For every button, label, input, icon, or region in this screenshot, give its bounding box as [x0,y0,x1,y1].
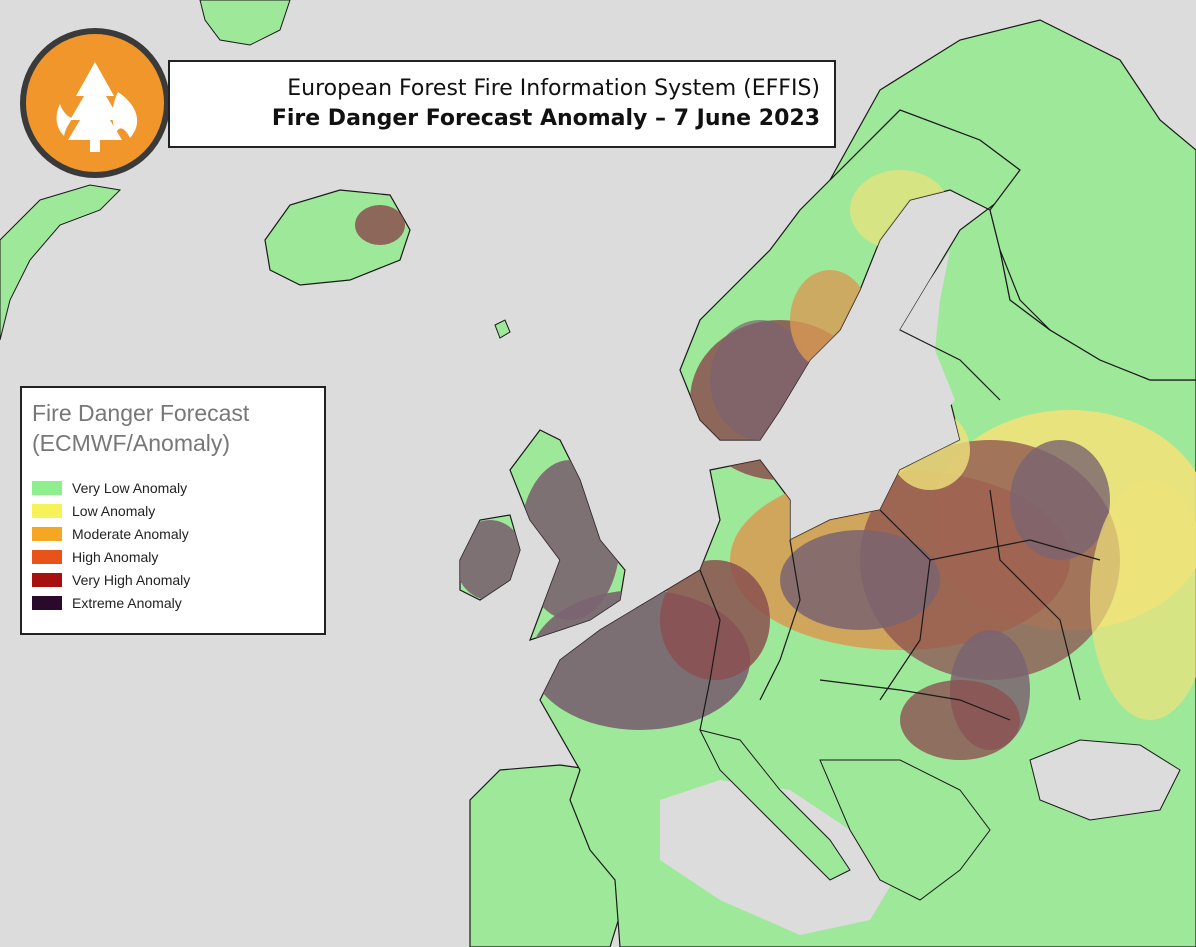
legend-label: Low Anomaly [72,502,156,519]
svalbard-island [199,0,291,46]
legend-item: Moderate Anomaly [32,522,324,545]
legend-label: High Anomaly [72,548,159,565]
legend-swatch [32,480,62,495]
legend-swatch [32,595,62,610]
faroe-islands [494,319,511,339]
greenland-coast [0,184,122,341]
title-line2: Fire Danger Forecast Anomaly – 7 June 20… [271,106,820,131]
italy [699,729,851,881]
legend-items: Very Low Anomaly Low Anomaly Moderate An… [32,476,324,614]
forest-fire-icon [56,62,138,152]
legend-title-line1: Fire Danger Forecast [32,400,250,426]
baltic-sea [850,250,955,450]
country-borders [699,249,1101,731]
legend-title-line2: (ECMWF/Anomaly) [32,430,231,456]
effis-logo [20,28,170,178]
legend-swatch [32,572,62,587]
legend-label: Very Low Anomaly [72,479,188,496]
mediterranean-gap [660,780,900,935]
legend-label: Moderate Anomaly [72,525,189,542]
scandinavia-north [829,19,1196,381]
balkans [819,759,991,901]
legend-swatch [32,503,62,518]
legend-label: Very High Anomaly [72,571,191,588]
legend-swatch [32,549,62,564]
black-sea [1029,739,1181,821]
legend-item: Very High Anomaly [32,568,324,591]
legend-item: Extreme Anomaly [32,591,324,614]
title-line1: European Forest Fire Information System … [287,76,820,101]
legend-label: Extreme Anomaly [72,594,182,611]
legend: Fire Danger Forecast (ECMWF/Anomaly) Ver… [20,386,326,635]
legend-item: Low Anomaly [32,499,324,522]
legend-item: High Anomaly [32,545,324,568]
title-box: European Forest Fire Information System … [168,60,836,148]
legend-item: Very Low Anomaly [32,476,324,499]
legend-swatch [32,526,62,541]
